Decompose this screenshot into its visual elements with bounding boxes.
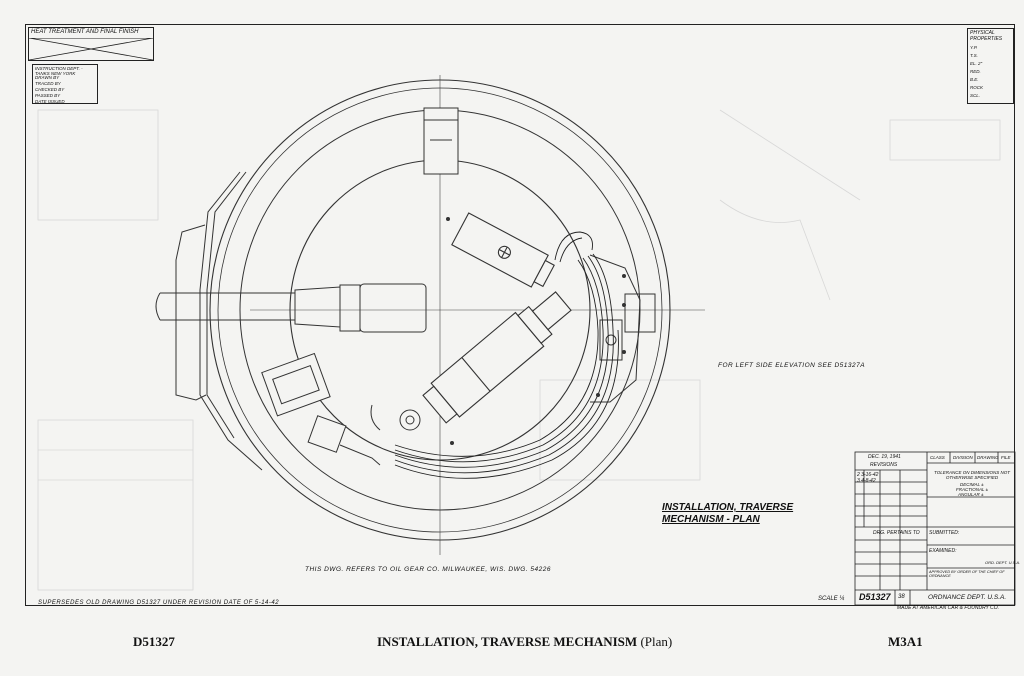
footer-title-plain: (Plan) <box>640 634 673 649</box>
property-row: SCL. <box>970 93 981 98</box>
examined-label: EXAMINED: <box>929 548 957 554</box>
revision-row: 2 3-16-42 <box>857 472 879 478</box>
ordnance-label: ORDNANCE DEPT. U.S.A. <box>928 594 1007 601</box>
info-row: CHECKED BY <box>35 87 65 92</box>
property-row: T.S. <box>970 53 978 58</box>
division-col: DIVISION <box>953 455 973 460</box>
info-row: DRAWN BY <box>35 75 60 80</box>
revisions-label: REVISIONS <box>870 462 898 468</box>
footer-title-bold: INSTALLATION, TRAVERSE MECHANISM <box>377 634 638 649</box>
info-row: PASSED BY <box>35 93 61 98</box>
footer-title: INSTALLATION, TRAVERSE MECHANISM (Plan) <box>377 634 672 650</box>
ord-dept-label: ORD. DEPT. U.S.A. <box>985 560 1021 565</box>
tolerance-row: ANGULAR ± <box>958 492 984 497</box>
drawing-date: DEC. 19, 1941 <box>868 454 901 460</box>
heat-treatment-label: HEAT TREATMENT AND FINAL FINISH <box>31 29 139 35</box>
info-row: DATE ISSUED <box>35 99 65 104</box>
drawing-border <box>25 24 1015 606</box>
property-row: RED. <box>970 69 981 74</box>
property-row: B.E. <box>970 77 979 82</box>
physical-properties-box: PHYSICAL PROPERTIES Y.P. T.S. EL. 2" RED… <box>967 28 1014 104</box>
scale-label: SCALE ¼ <box>818 596 845 602</box>
property-row: EL. 2" <box>970 61 983 66</box>
pertains-label: DRG. PERTAINS TO <box>873 530 920 536</box>
class-col: CLASS <box>930 455 945 460</box>
footer-drawing-number: D51327 <box>133 634 175 649</box>
info-row: TRACED BY <box>35 81 61 86</box>
drawing-title-note: INSTALLATION, TRAVERSE MECHANISM - PLAN <box>662 502 793 526</box>
property-row: ROCK <box>970 85 984 90</box>
empty-cross-mark <box>29 38 153 60</box>
supersedes-note: SUPERSEDES OLD DRAWING D51327 UNDER REVI… <box>38 600 280 606</box>
left-side-note: FOR LEFT SIDE ELEVATION SEE D51327A <box>718 362 866 369</box>
approved-label: APPROVED BY ORDER OF THE CHIEF OF ORDNAN… <box>929 570 1005 578</box>
drawing-title-line-1: INSTALLATION, TRAVERSE <box>662 502 794 513</box>
tolerance-row: DECIMAL ± <box>960 482 984 487</box>
drawing-number: D51327 <box>859 592 891 602</box>
drawing-col: DRAWING <box>977 455 999 460</box>
drawing-info-box: INSTRUCTION DEPT. - TANKS NEW YORK DRAWN… <box>32 64 98 104</box>
tolerance-label: TOLERANCE ON DIMENSIONS NOT OTHERWISE SP… <box>934 470 1010 480</box>
heat-treatment-box: HEAT TREATMENT AND FINAL FINISH <box>28 27 154 61</box>
info-row: INSTRUCTION DEPT. - TANKS NEW YORK <box>35 66 83 76</box>
drawing-title-line-2: MECHANISM - PLAN <box>662 514 760 525</box>
drawing-size: 38 <box>898 594 905 600</box>
submitted-label: SUBMITTED: <box>929 530 960 536</box>
made-by-label: MADE AT AMERICAN CAR & FOUNDRY CO. <box>897 605 1000 611</box>
tolerance-row: FRACTIONAL ± <box>956 487 989 492</box>
refers-note: THIS DWG. REFERS TO OIL GEAR CO. MILWAUK… <box>305 566 551 573</box>
physical-properties-title: PHYSICAL PROPERTIES <box>970 30 1003 42</box>
footer-model: M3A1 <box>888 634 923 649</box>
file-col: FILE <box>1001 455 1011 460</box>
property-row: Y.P. <box>970 45 978 50</box>
revision-row: 3 4-8-42 <box>857 478 876 484</box>
